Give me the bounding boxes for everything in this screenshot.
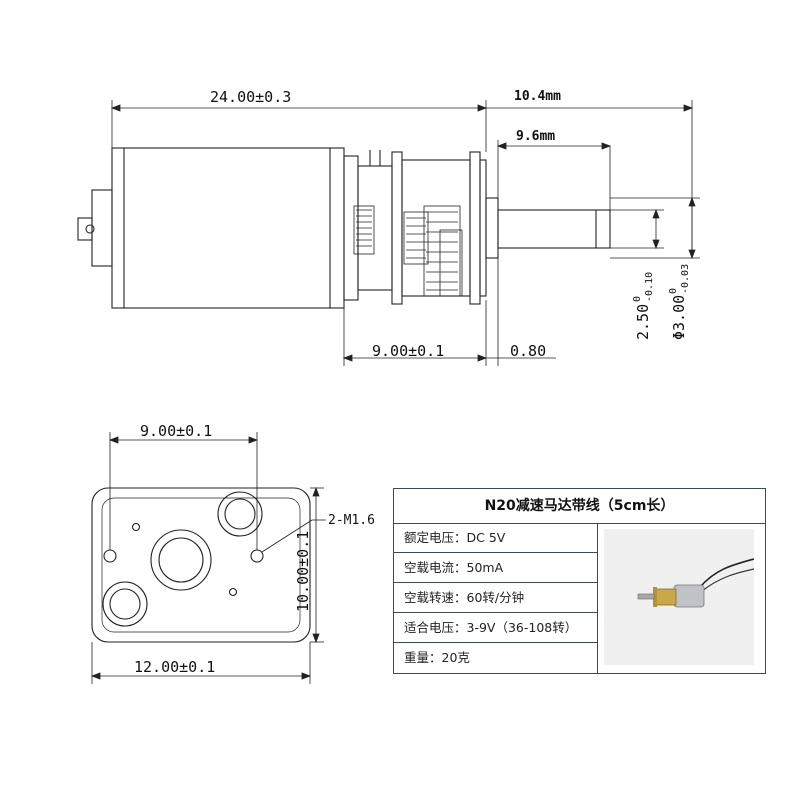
spec-label: 额定电压： (404, 530, 467, 545)
dim-shaft-total: 10.4mm (514, 89, 561, 104)
photo-cell (598, 523, 765, 673)
dim-overall-length: 24.00±0.3 (210, 88, 291, 106)
dim-front-hole-spacing: 9.00±0.1 (140, 422, 212, 440)
front-view (91, 487, 311, 643)
screw-hole-right (250, 549, 264, 563)
spec-label: 重量： (404, 650, 442, 665)
spec-value: 20克 (441, 650, 470, 665)
gear-plate-1 (391, 151, 403, 305)
screw-hole-left (103, 549, 117, 563)
gear-plate-2 (469, 151, 481, 305)
dim-front-height: 10.00±0.1 (294, 531, 312, 612)
dim-gearbox-length: 9.00±0.1 (372, 342, 444, 360)
spec-row: 适合电压：3-9V（36-108转） (394, 613, 598, 643)
spec-label: 适合电压： (404, 620, 467, 635)
spec-label: 空载转速： (404, 590, 467, 605)
motor-body (111, 147, 345, 309)
spec-value: 60转/分钟 (466, 590, 525, 605)
gear-train (353, 205, 463, 297)
dim-shaft-diameter: Φ3.00 (670, 295, 688, 340)
gear-hole-upper (217, 491, 263, 537)
dim-diameter-tol-upper: 0 (668, 288, 679, 294)
gear-hole-lower (102, 581, 148, 627)
spec-row: 空载转速：60转/分钟 (394, 583, 598, 613)
dim-shaft-shoulder: 0.80 (510, 342, 546, 360)
spec-row: 重量：20克 (394, 643, 598, 673)
dim-diameter-tol-lower: -0.03 (680, 264, 691, 294)
front-bracket (343, 155, 359, 301)
spec-value: 3-9V（36-108转） (466, 620, 578, 635)
spec-value: DC 5V (466, 530, 506, 545)
dim-flat-tol-upper: 0 (632, 296, 643, 302)
spec-table-title: N20减速马达带线（5cm长） (394, 489, 765, 524)
dim-flat-width: 2.50 (634, 304, 652, 340)
spec-value: 50mA (466, 560, 504, 575)
output-shaft (497, 209, 611, 249)
dim-shaft-length: 9.6mm (516, 129, 555, 144)
dim-front-width: 12.00±0.1 (134, 658, 215, 676)
spec-row: 空载电流：50mA (394, 553, 598, 583)
rear-terminal (91, 189, 113, 267)
spec-row: 额定电压：DC 5V (394, 523, 598, 553)
dim-screw-holes: 2-M1.6 (328, 513, 375, 528)
spec-table: N20减速马达带线（5cm长） 额定电压：DC 5V 空载电流：50mA 空载转… (393, 488, 766, 674)
dim-flat-tol-lower: -0.10 (644, 272, 655, 302)
side-view (77, 147, 611, 309)
shaft-boss (150, 529, 212, 591)
front-view-dimensions (90, 432, 326, 684)
motor-photo-icon (604, 529, 755, 665)
shaft-collar (485, 197, 499, 259)
side-view-dimensions (110, 100, 700, 366)
front-plate (91, 487, 311, 643)
spec-label: 空载电流： (404, 560, 467, 575)
